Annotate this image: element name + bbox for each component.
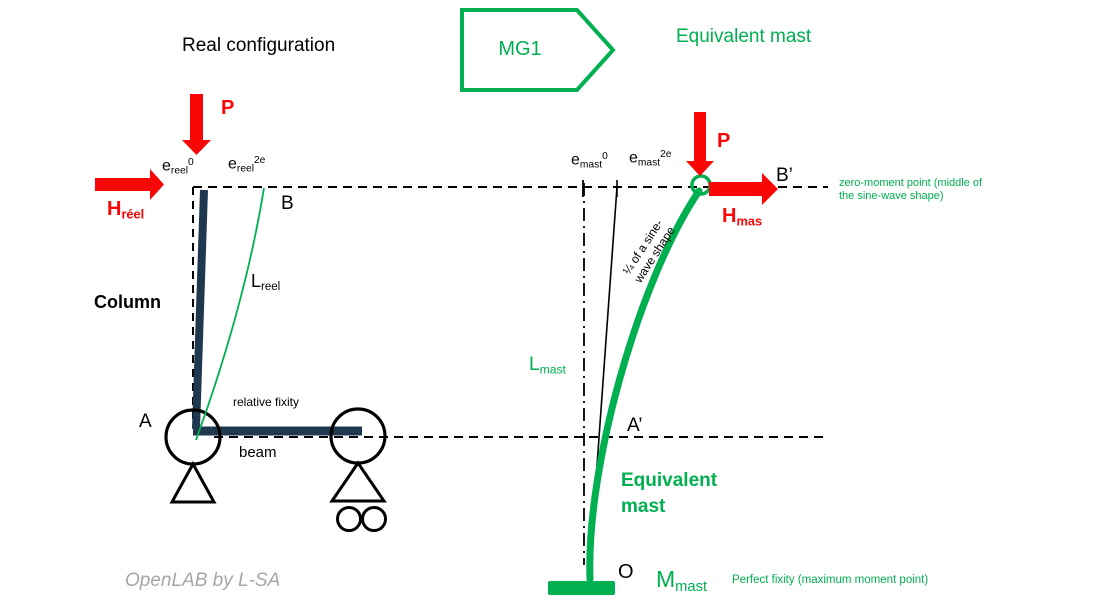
beam-label: beam [239, 444, 277, 461]
point-O-label: O [618, 561, 634, 583]
force-P-arrow-right [686, 112, 714, 176]
L-reel-label: Lreel [251, 271, 281, 294]
roller-wheel-left [336, 506, 362, 532]
e-mast-0-label: emast0 [571, 151, 608, 171]
force-H-arrow-right [709, 173, 778, 205]
force-H-label-right: Hmas [722, 205, 763, 229]
M-mast-label: Mmast [656, 566, 708, 596]
force-H-arrow-left [95, 169, 164, 200]
e-mast-2e-label: emast2e [629, 149, 672, 169]
zero-moment-note: zero-moment point (middle of the sine-wa… [839, 177, 983, 203]
point-A-label: A [139, 411, 152, 432]
force-P-label-left: P [221, 97, 235, 119]
force-P-arrow-left [182, 94, 211, 155]
point-A-prime-label: A’ [627, 415, 643, 436]
point-B-prime-label: B’ [776, 165, 793, 186]
mg1-label: MG1 [498, 38, 542, 60]
column-member [192, 189, 208, 430]
e-reel-0-label: ereel0 [162, 157, 194, 177]
roller-support-triangle [329, 460, 387, 503]
mast-fixed-base-bar [548, 581, 615, 595]
relative-fixity-label: relative fixity [233, 395, 300, 409]
equivalent-mast-title: Equivalent mast [676, 26, 812, 47]
column-label: Column [94, 292, 161, 312]
openlab-watermark: OpenLAB by L-SA [125, 570, 281, 591]
equivalent-mast-curve [586, 187, 703, 583]
equivalent-mast-caption: Equivalent mast [621, 470, 718, 517]
e-reel-2e-label: ereel2e [228, 155, 266, 175]
point-B-label: B [281, 193, 294, 214]
roller-wheel-right [361, 506, 387, 532]
column-deformed-shape-curve [195, 187, 265, 441]
force-H-label-left: Hréel [107, 198, 145, 222]
mg1-pentagon-shape [460, 8, 616, 92]
pinned-support-triangle [169, 460, 217, 504]
L-mast-label: Lmast [529, 354, 566, 377]
real-configuration-title: Real configuration [182, 35, 336, 56]
perfect-fixity-note: Perfect fixity (maximum moment point) [732, 574, 929, 586]
force-P-label-right: P [717, 130, 731, 152]
